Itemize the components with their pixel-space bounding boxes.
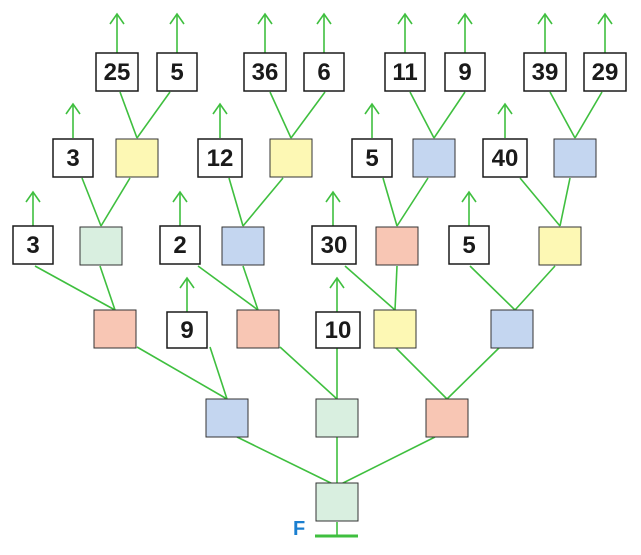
arrow-up-icon	[597, 12, 613, 53]
arrow-up-icon	[457, 12, 473, 53]
number-box: 9	[166, 311, 208, 349]
svg-text:25: 25	[104, 59, 131, 86]
number-box: 25	[95, 52, 139, 92]
node	[79, 226, 123, 266]
svg-text:3: 3	[66, 145, 79, 172]
arrow-up-icon	[109, 12, 125, 53]
arrow-up-icon	[461, 190, 477, 226]
number-box: 30	[311, 225, 357, 265]
arrow-up-icon	[212, 102, 228, 138]
node	[425, 398, 469, 438]
arrow-up-icon	[172, 190, 188, 226]
number-box: 2	[159, 225, 201, 265]
svg-text:5: 5	[462, 232, 475, 259]
svg-text:9: 9	[180, 317, 193, 344]
node	[373, 309, 417, 349]
svg-text:39: 39	[532, 59, 559, 86]
svg-text:3: 3	[26, 232, 39, 259]
number-box: 12	[197, 138, 243, 178]
svg-text:40: 40	[492, 145, 519, 172]
number-box: 39	[523, 52, 567, 92]
node	[221, 226, 265, 266]
arrow-up-icon	[397, 12, 413, 53]
arrow-up-icon	[537, 12, 553, 53]
arrow-up-icon	[497, 102, 513, 138]
node	[93, 309, 137, 349]
number-box: 3	[52, 138, 94, 178]
svg-text:29: 29	[592, 59, 619, 86]
number-box: 40	[482, 138, 528, 178]
arrow-up-icon	[316, 12, 332, 53]
node	[236, 309, 280, 349]
node	[115, 138, 159, 178]
number-box: 11	[384, 52, 426, 92]
number-box: 10	[315, 311, 361, 349]
branches	[34, 91, 603, 487]
arrow-up-icon	[329, 276, 345, 312]
svg-text:10: 10	[325, 317, 352, 344]
root-label: F	[293, 518, 305, 540]
root-node	[315, 482, 359, 522]
arrow-up-icon	[325, 190, 341, 226]
arrow-up-icon	[257, 12, 273, 53]
svg-text:12: 12	[207, 145, 234, 172]
svg-text:5: 5	[365, 145, 378, 172]
svg-text:30: 30	[321, 232, 348, 259]
arrow-up-icon	[65, 102, 81, 138]
level-3-nodes	[79, 226, 582, 266]
number-box: 36	[243, 52, 287, 92]
number-box: 5	[156, 52, 198, 92]
node	[269, 138, 313, 178]
number-box: 5	[448, 225, 490, 265]
arrow-up-icon	[25, 190, 41, 226]
arrow-up-icon	[169, 12, 185, 53]
svg-text:2: 2	[173, 232, 186, 259]
svg-text:5: 5	[170, 59, 183, 86]
number-box: 29	[583, 52, 627, 92]
node	[315, 398, 359, 438]
arrow-up-icon	[179, 276, 195, 312]
svg-text:6: 6	[317, 59, 330, 86]
svg-text:36: 36	[252, 59, 279, 86]
number-boxes: 9 10 3 2 30 5 3 12 5 40 25 5 36 6 11 9 3…	[12, 52, 627, 349]
level-1-nodes	[205, 398, 469, 438]
number-box: 5	[351, 138, 393, 178]
level-2-nodes	[93, 309, 534, 349]
node	[553, 138, 597, 178]
level-4-nodes	[115, 138, 597, 178]
node	[538, 226, 582, 266]
number-box: 3	[12, 225, 54, 265]
number-box: 9	[444, 52, 486, 92]
node	[490, 309, 534, 349]
arrows	[25, 12, 613, 312]
svg-text:9: 9	[458, 59, 471, 86]
node	[412, 138, 456, 178]
svg-text:11: 11	[392, 59, 417, 86]
node	[375, 226, 419, 266]
node	[205, 398, 249, 438]
arrow-up-icon	[364, 102, 380, 138]
number-box: 6	[303, 52, 345, 92]
